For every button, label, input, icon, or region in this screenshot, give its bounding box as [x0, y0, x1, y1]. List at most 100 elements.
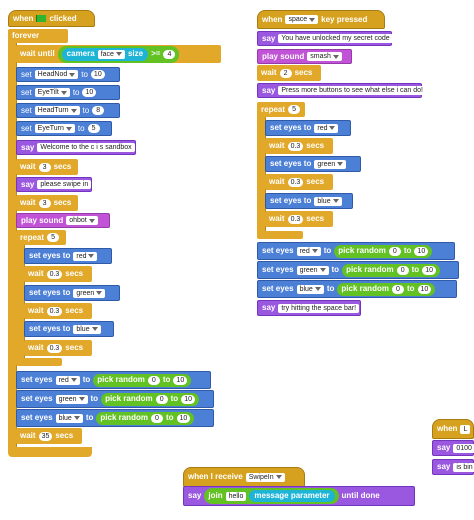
set-eyes-to-block[interactable]: set eyes to red	[24, 248, 112, 264]
random-to-input[interactable]: 10	[414, 246, 429, 256]
say-block[interactable]: say Welcome to the c i s sandbox	[16, 140, 136, 155]
colour-dropdown[interactable]: blue	[296, 284, 324, 294]
say-text-input[interactable]: You have unlocked my secret code	[278, 34, 393, 43]
wait-value-input[interactable]: 0.3	[46, 306, 63, 316]
forever-block[interactable]: forever	[8, 29, 68, 43]
message-dropdown[interactable]: SwipeIn	[245, 472, 285, 482]
wait-block[interactable]: wait 0.3 secs	[24, 266, 92, 282]
wait-value-input[interactable]: 0.3	[46, 343, 63, 353]
set-motor-block[interactable]: set HeadTurn to 8	[16, 103, 120, 118]
colour-dropdown[interactable]: green	[296, 265, 329, 275]
wait-value-input[interactable]: 0.3	[46, 269, 63, 279]
colour-dropdown[interactable]: blue	[314, 196, 342, 206]
colour-dropdown[interactable]: red	[314, 123, 339, 133]
colour-dropdown[interactable]: green	[73, 288, 106, 298]
motor-dropdown[interactable]: EyeTilt	[34, 88, 70, 97]
hat-field[interactable]: L	[460, 424, 471, 434]
when-flag-clicked-hat[interactable]: when clicked	[8, 10, 95, 27]
set-eyes-to-block[interactable]: set eyes to blue	[24, 321, 114, 337]
say-block-partial[interactable]: say is bin	[432, 459, 474, 475]
size-value-input[interactable]: 4	[163, 49, 176, 59]
wait-block[interactable]: wait 0.3 secs	[265, 174, 333, 190]
wait-block[interactable]: wait 35 secs	[16, 428, 82, 444]
wait-value-input[interactable]: 0.3	[287, 214, 304, 224]
set-eyes-to-block[interactable]: set eyes to green	[24, 285, 120, 301]
wait-until-block[interactable]: wait until camera face size >= 4	[16, 45, 221, 63]
colour-dropdown[interactable]: red	[73, 251, 98, 261]
colour-dropdown[interactable]: red	[296, 246, 321, 256]
say-text-input[interactable]: try hitting the space bar!	[278, 303, 360, 313]
set-eyes-random-block[interactable]: set eyes green to pick random 0 to 10	[16, 390, 214, 408]
motor-value-input[interactable]: 10	[82, 88, 97, 97]
message-parameter-reporter[interactable]: message parameter	[249, 490, 335, 502]
wait-value-input[interactable]: 35	[38, 431, 53, 441]
colour-dropdown[interactable]: red	[55, 375, 80, 385]
wait-block[interactable]: wait 0.3 secs	[24, 340, 92, 356]
random-to-input[interactable]: 10	[181, 394, 195, 404]
motor-dropdown[interactable]: HeadNod	[34, 70, 79, 79]
wait-value-input[interactable]: 0.3	[287, 141, 304, 151]
random-from-input[interactable]: 0	[388, 246, 401, 256]
set-eyes-random-block[interactable]: set eyes blue to pick random 0 to 10	[257, 280, 457, 298]
say-text-input[interactable]: is bin	[453, 462, 474, 472]
random-to-input[interactable]: 10	[176, 413, 191, 423]
random-to-input[interactable]: 10	[417, 284, 432, 294]
motor-value-input[interactable]: 10	[90, 70, 105, 79]
wait-value-input[interactable]: 3	[38, 162, 51, 172]
say-block-partial[interactable]: say 0100	[432, 440, 474, 456]
sound-dropdown[interactable]: smash	[307, 52, 342, 61]
random-from-input[interactable]: 0	[147, 375, 160, 385]
set-eyes-random-block[interactable]: set eyes blue to pick random 0 to 10	[16, 409, 214, 427]
set-eyes-random-block[interactable]: set eyes red to pick random 0 to 10	[16, 371, 211, 389]
motor-dropdown[interactable]: HeadTurn	[34, 106, 80, 115]
wait-value-input[interactable]: 2	[279, 68, 292, 78]
random-to-input[interactable]: 10	[173, 375, 188, 385]
random-from-input[interactable]: 0	[391, 284, 404, 294]
sound-dropdown[interactable]: ohbot	[66, 216, 98, 225]
when-i-receive-hat[interactable]: when I receive SwipeIn	[183, 467, 305, 487]
say-text-input[interactable]: 0100	[453, 443, 474, 453]
play-sound-block[interactable]: play sound ohbot	[16, 213, 110, 228]
wait-block[interactable]: wait 3 secs	[16, 159, 78, 175]
random-from-input[interactable]: 0	[396, 265, 409, 275]
play-sound-block[interactable]: play sound smash	[257, 49, 352, 64]
random-to-input[interactable]: 10	[422, 265, 436, 275]
set-eyes-random-block[interactable]: set eyes red to pick random 0 to 10	[257, 242, 455, 260]
when-hat-partial[interactable]: when L	[432, 419, 474, 439]
join-text-input[interactable]: hello	[225, 491, 247, 501]
say-text-input[interactable]: please swipe in	[37, 180, 92, 189]
say-block[interactable]: say try hitting the space bar!	[257, 300, 361, 316]
motor-value-input[interactable]: 8	[92, 106, 105, 115]
wait-block[interactable]: wait 0.3 secs	[24, 303, 92, 319]
random-from-input[interactable]: 0	[150, 413, 163, 423]
key-dropdown[interactable]: space	[285, 15, 319, 24]
say-text-input[interactable]: Welcome to the c i s sandbox	[37, 143, 135, 152]
say-block[interactable]: say please swipe in	[16, 177, 92, 192]
wait-block[interactable]: wait 2 secs	[257, 65, 321, 81]
colour-dropdown[interactable]: blue	[73, 324, 101, 334]
set-motor-block[interactable]: set HeadNod to 10	[16, 67, 120, 82]
set-motor-block[interactable]: set EyeTilt to 10	[16, 85, 120, 100]
say-block[interactable]: say Press more buttons to see what else …	[257, 83, 426, 98]
say-until-done-block[interactable]: say join hello message parameter until d…	[183, 486, 415, 506]
wait-value-input[interactable]: 0.3	[287, 177, 304, 187]
motor-value-input[interactable]: 5	[87, 124, 100, 133]
wait-block[interactable]: wait 3 secs	[16, 195, 78, 211]
repeat-value-input[interactable]: 5	[47, 233, 60, 242]
wait-value-input[interactable]: 3	[38, 198, 51, 208]
set-eyes-random-block[interactable]: set eyes green to pick random 0 to 10	[257, 261, 459, 279]
wait-block[interactable]: wait 0.3 secs	[265, 211, 333, 227]
camera-dropdown[interactable]: face	[97, 49, 125, 59]
when-key-pressed-hat[interactable]: when space key pressed	[257, 10, 385, 29]
colour-dropdown[interactable]: blue	[55, 413, 83, 423]
colour-dropdown[interactable]: green	[314, 159, 347, 169]
repeat-block[interactable]: repeat 5	[257, 102, 305, 117]
set-eyes-to-block[interactable]: set eyes to green	[265, 156, 361, 172]
set-eyes-to-block[interactable]: set eyes to blue	[265, 193, 353, 209]
repeat-value-input[interactable]: 5	[288, 105, 301, 114]
wait-block[interactable]: wait 0.3 secs	[265, 138, 333, 154]
colour-dropdown[interactable]: green	[55, 394, 88, 404]
repeat-block[interactable]: repeat 5	[16, 230, 66, 245]
set-eyes-to-block[interactable]: set eyes to red	[265, 120, 351, 136]
random-from-input[interactable]: 0	[155, 394, 168, 404]
